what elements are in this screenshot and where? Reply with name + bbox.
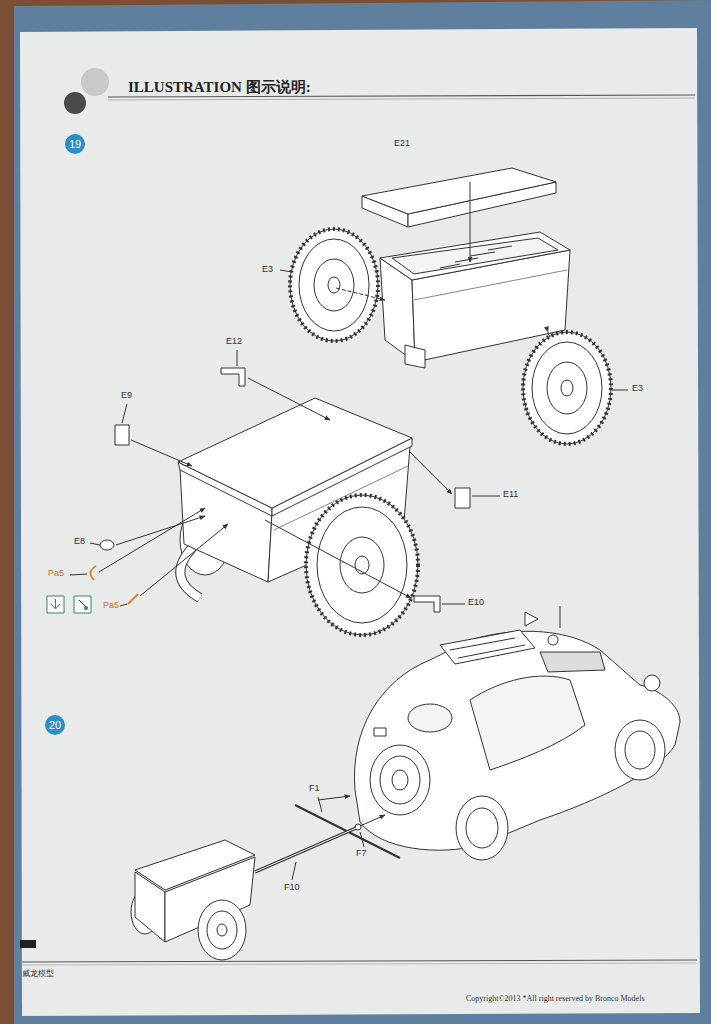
step-number-text: 20 [49,719,61,731]
step-19-assembled [47,350,500,635]
part-number: F1 [309,784,320,794]
part-number: F10 [284,883,300,893]
step-number: 20 [45,715,65,735]
page-title: ILLUSTRATION 图示说明: [128,79,311,96]
header-rule [108,95,695,97]
step-number-text: 19 [69,138,81,150]
part-number: Pa5 [103,601,119,611]
step-19-exploded [280,168,628,444]
header-dot [64,92,86,114]
part-number: E9 [121,391,132,401]
part-number: E21 [394,139,410,149]
step-number: 19 [65,134,85,154]
footer-rule [22,963,697,965]
part-number: E8 [74,537,85,547]
step-20-car-and-trailer [131,606,680,960]
blue-cover [14,0,711,1024]
part-number: E3 [262,265,273,275]
part-number: E12 [226,337,242,347]
brand-mark: 威龙模型 [22,970,54,979]
header-dot [81,68,109,96]
footer-rule [22,960,697,962]
page [20,28,700,1016]
page-tab [20,940,36,948]
part-number: F7 [356,849,367,859]
copyright-note: Copyright©2013 *All right reserved by Br… [466,995,645,1004]
part-number: E10 [468,598,484,608]
part-number: Pa5 [48,569,64,579]
part-number: E11 [503,490,518,500]
part-number: E3 [632,384,643,394]
header-rule [108,98,695,100]
